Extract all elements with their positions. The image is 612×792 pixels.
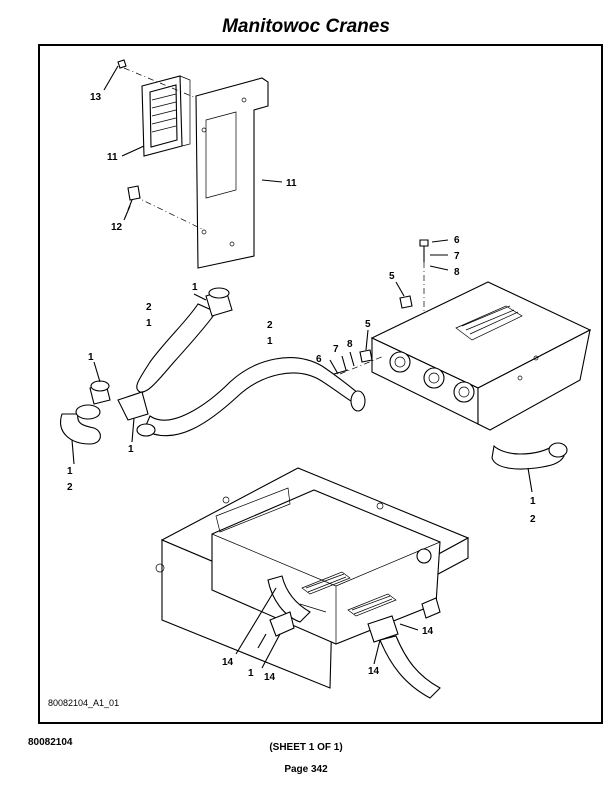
callout-1-left: 1 <box>88 352 94 363</box>
elbow-center <box>117 391 156 437</box>
callout-12: 12 <box>111 222 123 233</box>
callout-11-grille: 11 <box>107 152 118 163</box>
callout-2-elbow-left: 2 <box>67 482 73 493</box>
hose-long <box>143 357 366 437</box>
callout-2-elbow-right: 2 <box>530 514 536 525</box>
page-number: Page 342 <box>284 764 328 775</box>
callout-1-lower: 1 <box>248 668 254 679</box>
screw-13 <box>117 59 127 69</box>
drawing-frame <box>38 44 603 724</box>
bolt-6-top <box>419 239 429 262</box>
callout-13: 13 <box>90 92 102 103</box>
hose-upper <box>136 287 233 393</box>
callout-1-center: 1 <box>128 444 134 455</box>
callout-7-top: 7 <box>454 251 460 262</box>
callout-7-side: 7 <box>333 344 339 355</box>
part-number: 80082104 <box>28 737 73 748</box>
callout-8-side: 8 <box>347 339 353 350</box>
callout-1-long: 1 <box>267 336 273 347</box>
callout-1-top: 1 <box>192 282 198 293</box>
heater-box <box>370 281 592 431</box>
elbow-left <box>60 380 111 445</box>
callout-14-bottom: 14 <box>264 672 276 683</box>
fitting-12 <box>127 185 141 211</box>
drawing-id-label: 80082104_A1_01 <box>48 698 120 708</box>
cover-plate <box>195 77 269 269</box>
callout-1-elbow-left: 1 <box>67 466 73 477</box>
callout-11-plate: 11 <box>286 178 297 189</box>
callout-14-right: 14 <box>422 626 434 637</box>
callout-6-side: 6 <box>316 354 322 365</box>
callout-14-lower-right: 14 <box>368 666 380 677</box>
callout-5-top: 5 <box>389 271 395 282</box>
callout-1-elbow-right: 1 <box>530 496 536 507</box>
callout-5-side: 5 <box>365 319 371 330</box>
elbow-right <box>491 442 568 470</box>
sheet-indicator: (SHEET 1 OF 1) <box>269 742 343 753</box>
callout-8-top: 8 <box>454 267 460 278</box>
vent-grille <box>141 75 191 157</box>
lower-assembly <box>155 467 470 699</box>
callout-14-left: 14 <box>222 657 234 668</box>
callout-2-long: 2 <box>267 320 273 331</box>
callout-6-top: 6 <box>454 235 460 246</box>
callout-2-upper: 2 <box>146 302 152 313</box>
callout-1-upper: 1 <box>146 318 152 329</box>
page-title: Manitowoc Cranes <box>222 16 390 37</box>
